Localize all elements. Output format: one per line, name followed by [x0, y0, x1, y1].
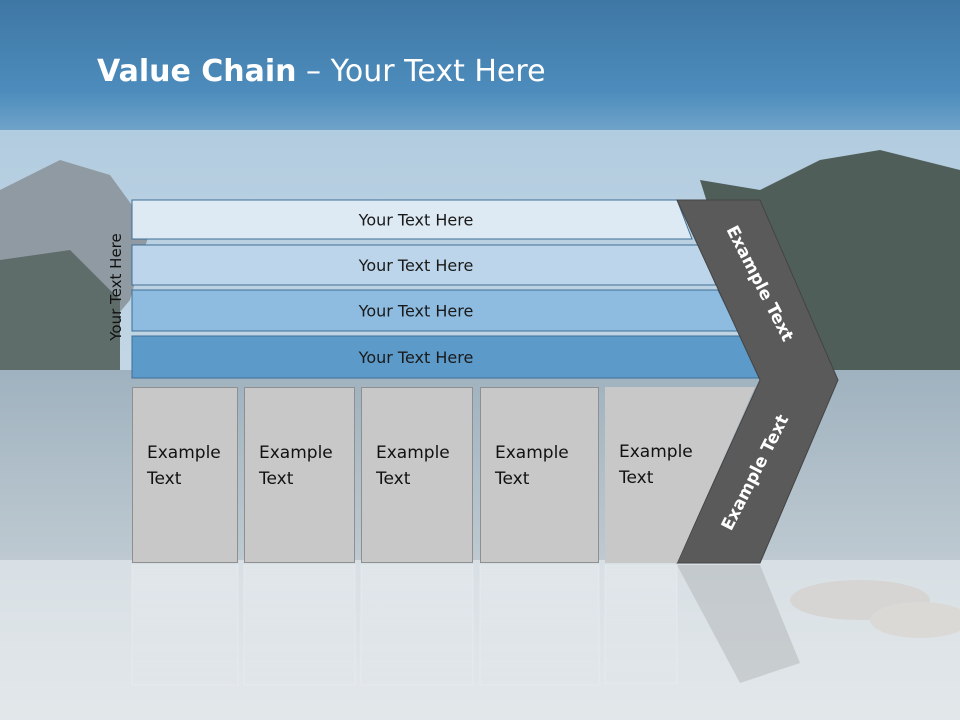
box-label-line1: Example [619, 442, 693, 462]
title-band [0, 0, 960, 130]
chevron-arrow [676, 199, 839, 564]
box-label-line2: Text [259, 469, 294, 489]
bar-1-label: Your Text Here [358, 211, 474, 230]
box-label-line1: Example [376, 443, 450, 463]
title-rest: – Your Text Here [296, 54, 546, 89]
bar-2-label: Your Text Here [358, 256, 474, 275]
box-label-line2: Text [619, 468, 654, 488]
bar-4-label: Your Text Here [358, 348, 474, 367]
box-label-line1: Example [259, 443, 333, 463]
reflection [131, 564, 800, 686]
slide-title: Value Chain – Your Text Here [97, 54, 546, 89]
bar-3-label: Your Text Here [358, 302, 474, 321]
bar-1 [131, 199, 693, 240]
box-label-line2: Text [147, 469, 182, 489]
title-bold: Value Chain [97, 54, 297, 89]
box-label-line1: Example [495, 443, 569, 463]
box-label-line2: Text [376, 469, 411, 489]
box-label-line1: Example [147, 443, 221, 463]
box-label-line2: Text [495, 469, 530, 489]
